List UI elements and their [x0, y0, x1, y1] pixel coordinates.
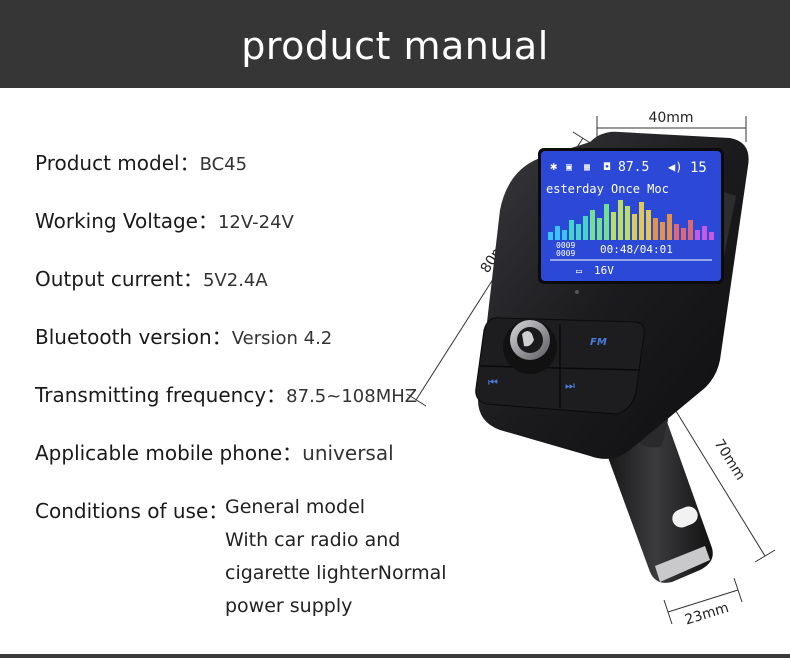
page-title: product manual	[241, 24, 549, 68]
equalizer-bar	[674, 224, 679, 240]
bluetooth-icon: ✱	[550, 159, 557, 173]
equalizer-bar	[695, 230, 700, 240]
phone-icon	[522, 331, 534, 347]
bottom-rule	[0, 654, 790, 658]
phone-knob[interactable]	[503, 320, 557, 374]
song-title: esterday Once Moc	[546, 182, 669, 196]
volume-readout: 15	[690, 160, 707, 176]
equalizer-bar	[597, 218, 602, 240]
usb-icon: ▣	[566, 162, 572, 173]
condition-line: With car radio and	[225, 529, 401, 551]
voltage-readout: 16V	[594, 264, 614, 277]
lcd-screen: ✱ ▣ ▦ ◘ 87.5 ◀) 15 esterday Once Moc 000…	[538, 148, 724, 284]
spec-output-current: Output current：5V2.4A	[35, 263, 268, 292]
equalizer-bar	[688, 220, 693, 240]
spec-value: 12V-24V	[217, 212, 294, 233]
dimension-depth-label: 23mm	[683, 600, 731, 628]
equalizer-bar	[562, 230, 567, 240]
button-panel	[475, 317, 645, 415]
equalizer-bar	[667, 214, 672, 240]
track-number-top: 0009	[556, 241, 575, 250]
device-illustration: 40mm 80mm 70mm 23mm ✱ ▣ ▦	[406, 110, 776, 628]
spec-label: Output current：	[35, 267, 203, 291]
spec-value: 5V2.4A	[202, 270, 268, 291]
volume-icon: ◀)	[668, 160, 682, 174]
dimension-width: 40mm	[596, 110, 747, 142]
previous-button[interactable]: ⏮	[488, 376, 498, 389]
equalizer-bar	[548, 232, 553, 240]
condition-line: power supply	[225, 595, 353, 617]
condition-line: General model	[225, 496, 366, 518]
equalizer-bars	[548, 200, 714, 240]
equalizer-bar	[590, 210, 595, 240]
spec-working-voltage: Working Voltage：12V-24V	[35, 205, 294, 234]
card-icon: ▦	[584, 162, 590, 173]
equalizer-bar	[569, 220, 574, 240]
battery-icon: ▭	[576, 266, 582, 277]
condition-line: cigarette lighterNormal	[225, 562, 447, 584]
equalizer-bar	[583, 216, 588, 240]
spec-product-model: Product model：BC45	[35, 147, 247, 176]
next-button[interactable]: ⏭	[565, 379, 575, 392]
spec-label: Bluetooth version：	[35, 325, 232, 349]
equalizer-bar	[555, 226, 560, 240]
equalizer-bar	[611, 212, 616, 240]
dimension-width-label: 40mm	[648, 110, 693, 126]
previous-icon: ⏮	[488, 376, 498, 389]
fm-button[interactable]: FM	[590, 337, 607, 348]
equalizer-bar	[709, 232, 714, 240]
equalizer-bar	[625, 206, 630, 240]
spec-label: Working Voltage：	[35, 209, 218, 233]
spec-label: Transmitting frequency：	[35, 383, 287, 407]
track-number-bottom: 0009	[556, 249, 575, 258]
spec-label: Applicable mobile phone：	[35, 441, 303, 465]
header-banner: product manual	[0, 0, 790, 88]
equalizer-bar	[604, 204, 609, 240]
equalizer-bar	[660, 222, 665, 240]
microphone-dot	[575, 290, 579, 294]
radio-icon: ◘	[603, 162, 611, 173]
equalizer-bar	[618, 200, 623, 240]
fm-button-label: FM	[590, 337, 607, 348]
spec-value: universal	[302, 441, 394, 465]
spec-value: BC45	[199, 154, 248, 175]
equalizer-bar	[639, 202, 644, 240]
equalizer-bar	[646, 210, 651, 240]
dimension-depth: 23mm	[663, 577, 743, 628]
equalizer-bar	[632, 214, 637, 240]
spec-conditions-label: Conditions of use：	[35, 499, 229, 523]
spec-label: Product model：	[35, 151, 200, 175]
spec-transmitting-frequency: Transmitting frequency：87.5~108MHZ	[35, 379, 417, 408]
spec-applicable-phone: Applicable mobile phone：universal	[35, 437, 394, 466]
frequency-readout: 87.5	[618, 160, 649, 175]
equalizer-bar	[653, 218, 658, 240]
equalizer-bar	[576, 224, 581, 240]
equalizer-bar	[681, 228, 686, 240]
spec-bluetooth-version: Bluetooth version：Version 4.2	[35, 321, 332, 350]
track-time: 00:48/04:01	[600, 243, 673, 256]
spec-value: Version 4.2	[231, 328, 333, 349]
next-icon: ⏭	[565, 379, 575, 392]
equalizer-bar	[702, 226, 707, 240]
spec-value: 87.5~108MHZ	[286, 386, 418, 407]
